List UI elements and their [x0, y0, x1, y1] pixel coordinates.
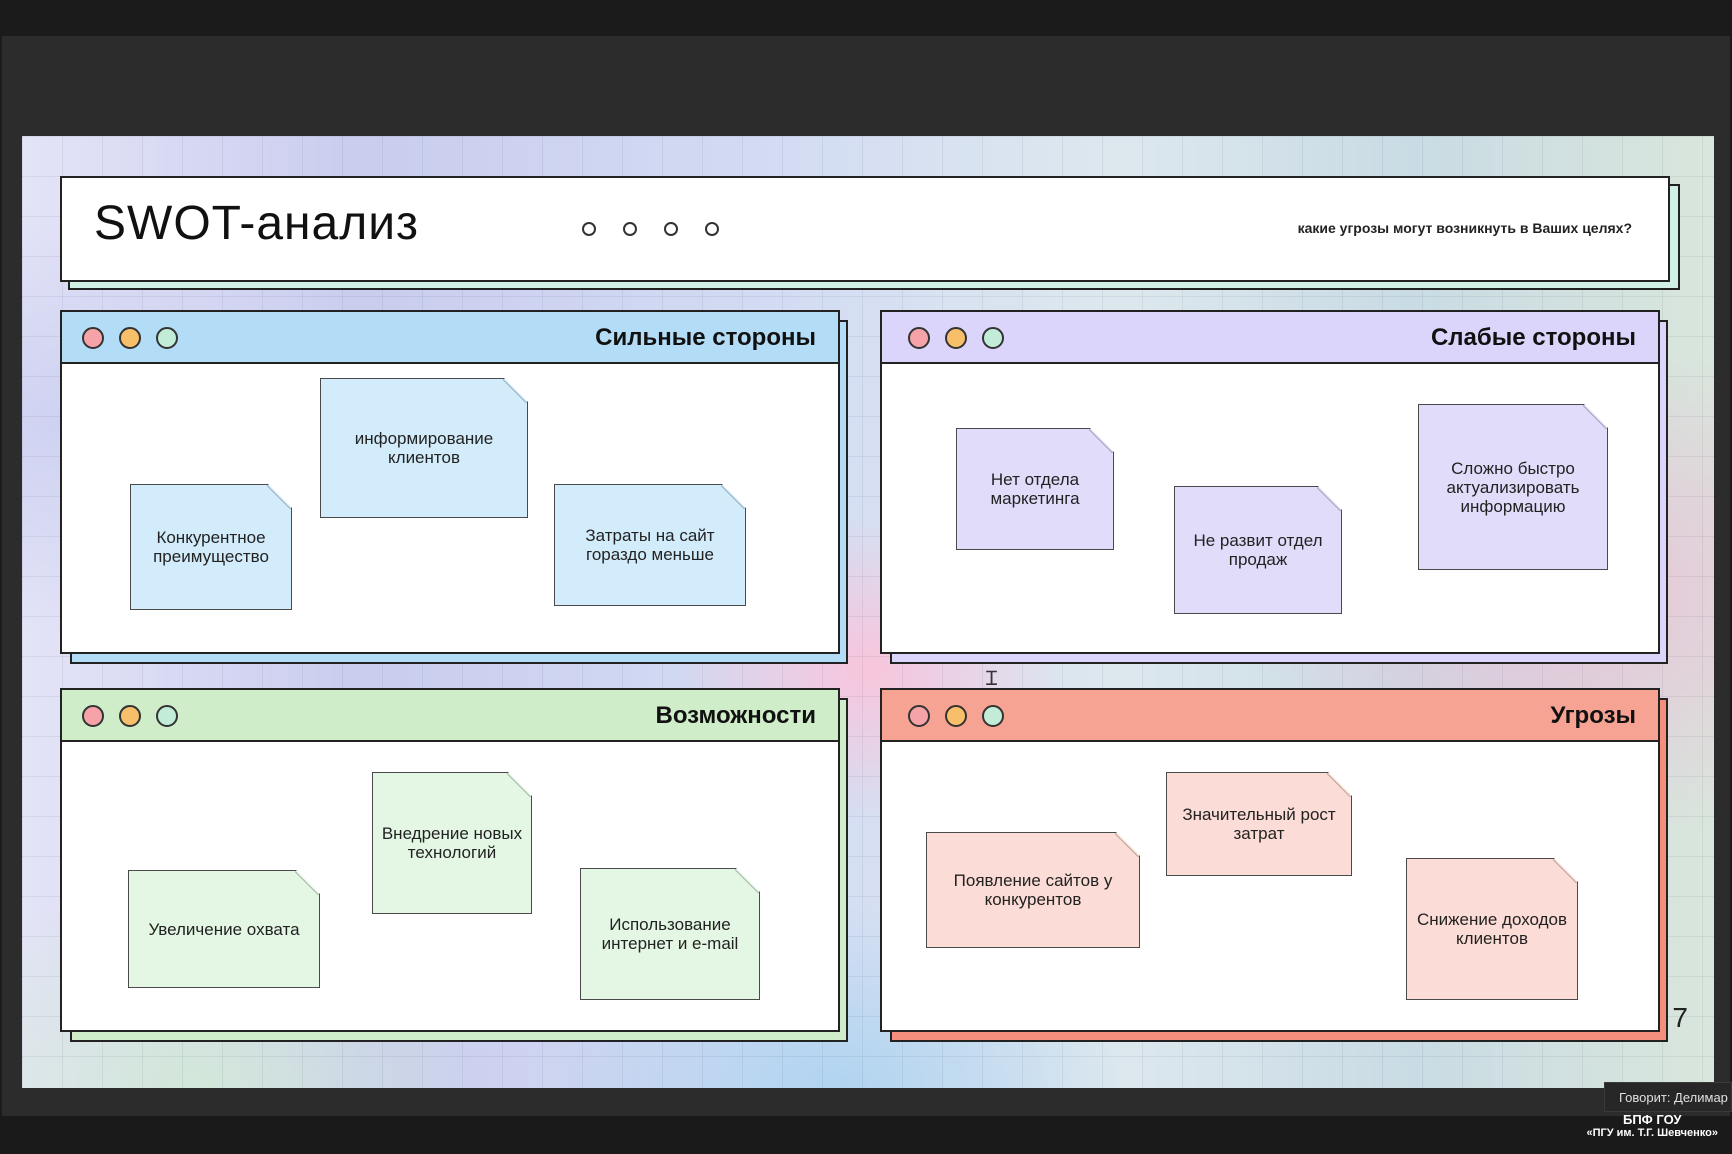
panel-opportunities: Возможности Внедрение новых технологий У… — [60, 688, 848, 1042]
panel-header: Сильные стороны — [62, 312, 838, 364]
panel-threats: Угрозы Значительный рост затрат Появлени… — [880, 688, 1668, 1042]
yellow-dot-icon — [119, 327, 141, 349]
watermark-line-1: БПФ ГОУ — [1622, 1112, 1682, 1127]
sticky-note: информирование клиентов — [320, 378, 528, 518]
panel-title: Возможности — [655, 702, 817, 729]
yellow-dot-icon — [119, 705, 141, 727]
slide-hint: какие угрозы могут возникнуть в Ваших це… — [1297, 220, 1632, 236]
sticky-note: Увеличение охвата — [128, 870, 320, 988]
green-dot-icon — [156, 327, 178, 349]
yellow-dot-icon — [945, 705, 967, 727]
dot-icon — [582, 222, 596, 236]
panel-title: Слабые стороны — [1430, 324, 1636, 351]
red-dot-icon — [82, 327, 104, 349]
green-dot-icon — [156, 705, 178, 727]
panel-title: Сильные стороны — [595, 324, 816, 351]
dot-icon — [664, 222, 678, 236]
sticky-note: Использование интернет и e-mail — [580, 868, 760, 1000]
panel-weaknesses: Слабые стороны Нет отдела маркетинга Не … — [880, 310, 1668, 664]
speaker-indicator: Говорит: Делимар — [1604, 1082, 1732, 1112]
panel-strengths: Сильные стороны информирование клиентов … — [60, 310, 848, 664]
dot-icon — [623, 222, 637, 236]
sticky-note: Конкурентное преимущество — [130, 484, 292, 610]
sticky-note: Не развит отдел продаж — [1174, 486, 1342, 614]
panel-title: Угрозы — [1550, 702, 1636, 729]
sticky-note: Затраты на сайт гораздо меньше — [554, 484, 746, 606]
panel-window: Сильные стороны информирование клиентов … — [60, 310, 840, 654]
panel-window: Угрозы Значительный рост затрат Появлени… — [880, 688, 1660, 1032]
panel-window: Слабые стороны Нет отдела маркетинга Не … — [880, 310, 1660, 654]
green-dot-icon — [982, 705, 1004, 727]
panel-header: Угрозы — [882, 690, 1658, 742]
panel-window: Возможности Внедрение новых технологий У… — [60, 688, 840, 1032]
sticky-note: Внедрение новых технологий — [372, 772, 532, 914]
yellow-dot-icon — [945, 327, 967, 349]
sticky-note: Снижение доходов клиентов — [1406, 858, 1578, 1000]
sticky-note: Нет отдела маркетинга — [956, 428, 1114, 550]
watermark-line-2: «ПГУ им. Т.Г. Шевченко» — [1586, 1127, 1718, 1139]
sticky-note: Сложно быстро актуализировать информацию — [1418, 404, 1608, 570]
shared-screen: SWOT-анализ какие угрозы могут возникнут… — [2, 36, 1730, 1116]
page-number: 7 — [1672, 1002, 1688, 1033]
red-dot-icon — [908, 705, 930, 727]
sticky-note: Появление сайтов у конкурентов — [926, 832, 1140, 948]
slide: SWOT-анализ какие угрозы могут возникнут… — [22, 136, 1714, 1088]
slide-title: SWOT-анализ — [94, 197, 420, 250]
title-box: SWOT-анализ какие угрозы могут возникнут… — [60, 176, 1670, 282]
red-dot-icon — [82, 705, 104, 727]
sticky-note: Значительный рост затрат — [1166, 772, 1352, 876]
top-bar — [0, 0, 1732, 36]
watermark: БПФ ГОУ «ПГУ им. Т.Г. Шевченко» — [1586, 1112, 1718, 1139]
red-dot-icon — [908, 327, 930, 349]
dot-icon — [705, 222, 719, 236]
panel-header: Возможности — [62, 690, 838, 742]
green-dot-icon — [982, 327, 1004, 349]
panel-header: Слабые стороны — [882, 312, 1658, 364]
bottom-bar — [0, 1116, 1732, 1154]
text-cursor-icon: Ɪ — [986, 668, 998, 690]
